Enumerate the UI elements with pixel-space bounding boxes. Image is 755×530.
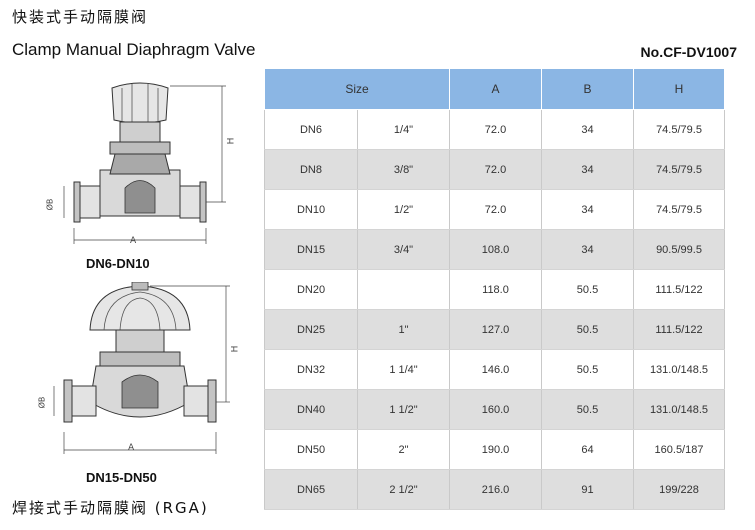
cell-dn: DN6 <box>264 109 358 150</box>
cell-h: 199/228 <box>633 469 725 510</box>
cell-inch: 1 1/4" <box>357 349 450 390</box>
cell-a: 72.0 <box>449 109 542 150</box>
cell-b: 34 <box>541 229 634 270</box>
dim-label-b-small: ØB <box>45 198 55 211</box>
header-size: Size <box>264 68 450 110</box>
cell-inch: 1" <box>357 309 450 350</box>
cell-inch: 3/8" <box>357 149 450 190</box>
footer-title-cn: 焊接式手动隔膜阀 (RGA) <box>12 499 209 517</box>
cell-a: 108.0 <box>449 229 542 270</box>
cell-dn: DN40 <box>264 389 358 430</box>
cell-h: 74.5/79.5 <box>633 149 725 190</box>
valve-drawing-large <box>40 282 240 457</box>
cell-dn: DN65 <box>264 469 358 510</box>
header-b: B <box>541 68 634 110</box>
drawing-caption-large: DN15-DN50 <box>86 470 157 485</box>
cell-a: 146.0 <box>449 349 542 390</box>
table-header-row: Size A B H <box>264 68 725 110</box>
cell-b: 34 <box>541 109 634 150</box>
cell-h: 131.0/148.5 <box>633 389 725 430</box>
cell-h: 131.0/148.5 <box>633 349 725 390</box>
cell-b: 50.5 <box>541 389 634 430</box>
cell-dn: DN15 <box>264 229 358 270</box>
cell-a: 127.0 <box>449 309 542 350</box>
cell-a: 160.0 <box>449 389 542 430</box>
cell-h: 74.5/79.5 <box>633 189 725 230</box>
header-a: A <box>449 68 542 110</box>
cell-b: 91 <box>541 469 634 510</box>
cell-dn: DN32 <box>264 349 358 390</box>
cell-inch: 1 1/2" <box>357 389 450 430</box>
table-row: DN32 1 1/4" 146.0 50.5 131.0/148.5 <box>264 349 725 390</box>
table-row: DN15 3/4" 108.0 34 90.5/99.5 <box>264 229 725 270</box>
cell-b: 34 <box>541 189 634 230</box>
cell-inch <box>357 269 450 310</box>
dim-label-b-large: ØB <box>37 396 47 409</box>
header-h: H <box>633 68 725 110</box>
cell-b: 50.5 <box>541 309 634 350</box>
model-number: No.CF-DV1007 <box>640 44 737 60</box>
dim-label-h-large: H <box>230 345 241 353</box>
cell-b: 50.5 <box>541 269 634 310</box>
cell-inch: 1/2" <box>357 189 450 230</box>
cell-inch: 2" <box>357 429 450 470</box>
cell-dn: DN25 <box>264 309 358 350</box>
cell-a: 72.0 <box>449 149 542 190</box>
table-row: DN8 3/8" 72.0 34 74.5/79.5 <box>264 149 725 190</box>
table-row: DN6 1/4" 72.0 34 74.5/79.5 <box>264 109 725 150</box>
cell-h: 160.5/187 <box>633 429 725 470</box>
cell-a: 72.0 <box>449 189 542 230</box>
dim-label-a-large: A <box>128 443 135 453</box>
cell-a: 190.0 <box>449 429 542 470</box>
table-row: DN25 1" 127.0 50.5 111.5/122 <box>264 309 725 350</box>
cell-inch: 3/4" <box>357 229 450 270</box>
table-row: DN10 1/2" 72.0 34 74.5/79.5 <box>264 189 725 230</box>
table-row: DN50 2" 190.0 64 160.5/187 <box>264 429 725 470</box>
cell-h: 90.5/99.5 <box>633 229 725 270</box>
cell-dn: DN8 <box>264 149 358 190</box>
drawing-caption-small: DN6-DN10 <box>86 256 150 271</box>
cell-inch: 1/4" <box>357 109 450 150</box>
cell-b: 50.5 <box>541 349 634 390</box>
table-row: DN20 118.0 50.5 111.5/122 <box>264 269 725 310</box>
cell-b: 34 <box>541 149 634 190</box>
valve-drawing-small <box>40 78 240 253</box>
cell-b: 64 <box>541 429 634 470</box>
cell-a: 216.0 <box>449 469 542 510</box>
cell-dn: DN20 <box>264 269 358 310</box>
page-title-en: Clamp Manual Diaphragm Valve <box>12 40 256 59</box>
spec-table: Size A B H DN6 1/4" 72.0 34 74.5/79.5 DN… <box>264 68 725 510</box>
cell-inch: 2 1/2" <box>357 469 450 510</box>
cell-h: 111.5/122 <box>633 309 725 350</box>
cell-h: 74.5/79.5 <box>633 109 725 150</box>
table-row: DN40 1 1/2" 160.0 50.5 131.0/148.5 <box>264 389 725 430</box>
cell-dn: DN10 <box>264 189 358 230</box>
dim-label-h-small: H <box>226 137 237 145</box>
cell-dn: DN50 <box>264 429 358 470</box>
cell-a: 118.0 <box>449 269 542 310</box>
cell-h: 111.5/122 <box>633 269 725 310</box>
dim-label-a-small: A <box>130 236 137 246</box>
table-row: DN65 2 1/2" 216.0 91 199/228 <box>264 469 725 510</box>
page-title-cn: 快装式手动隔膜阀 <box>12 8 149 26</box>
